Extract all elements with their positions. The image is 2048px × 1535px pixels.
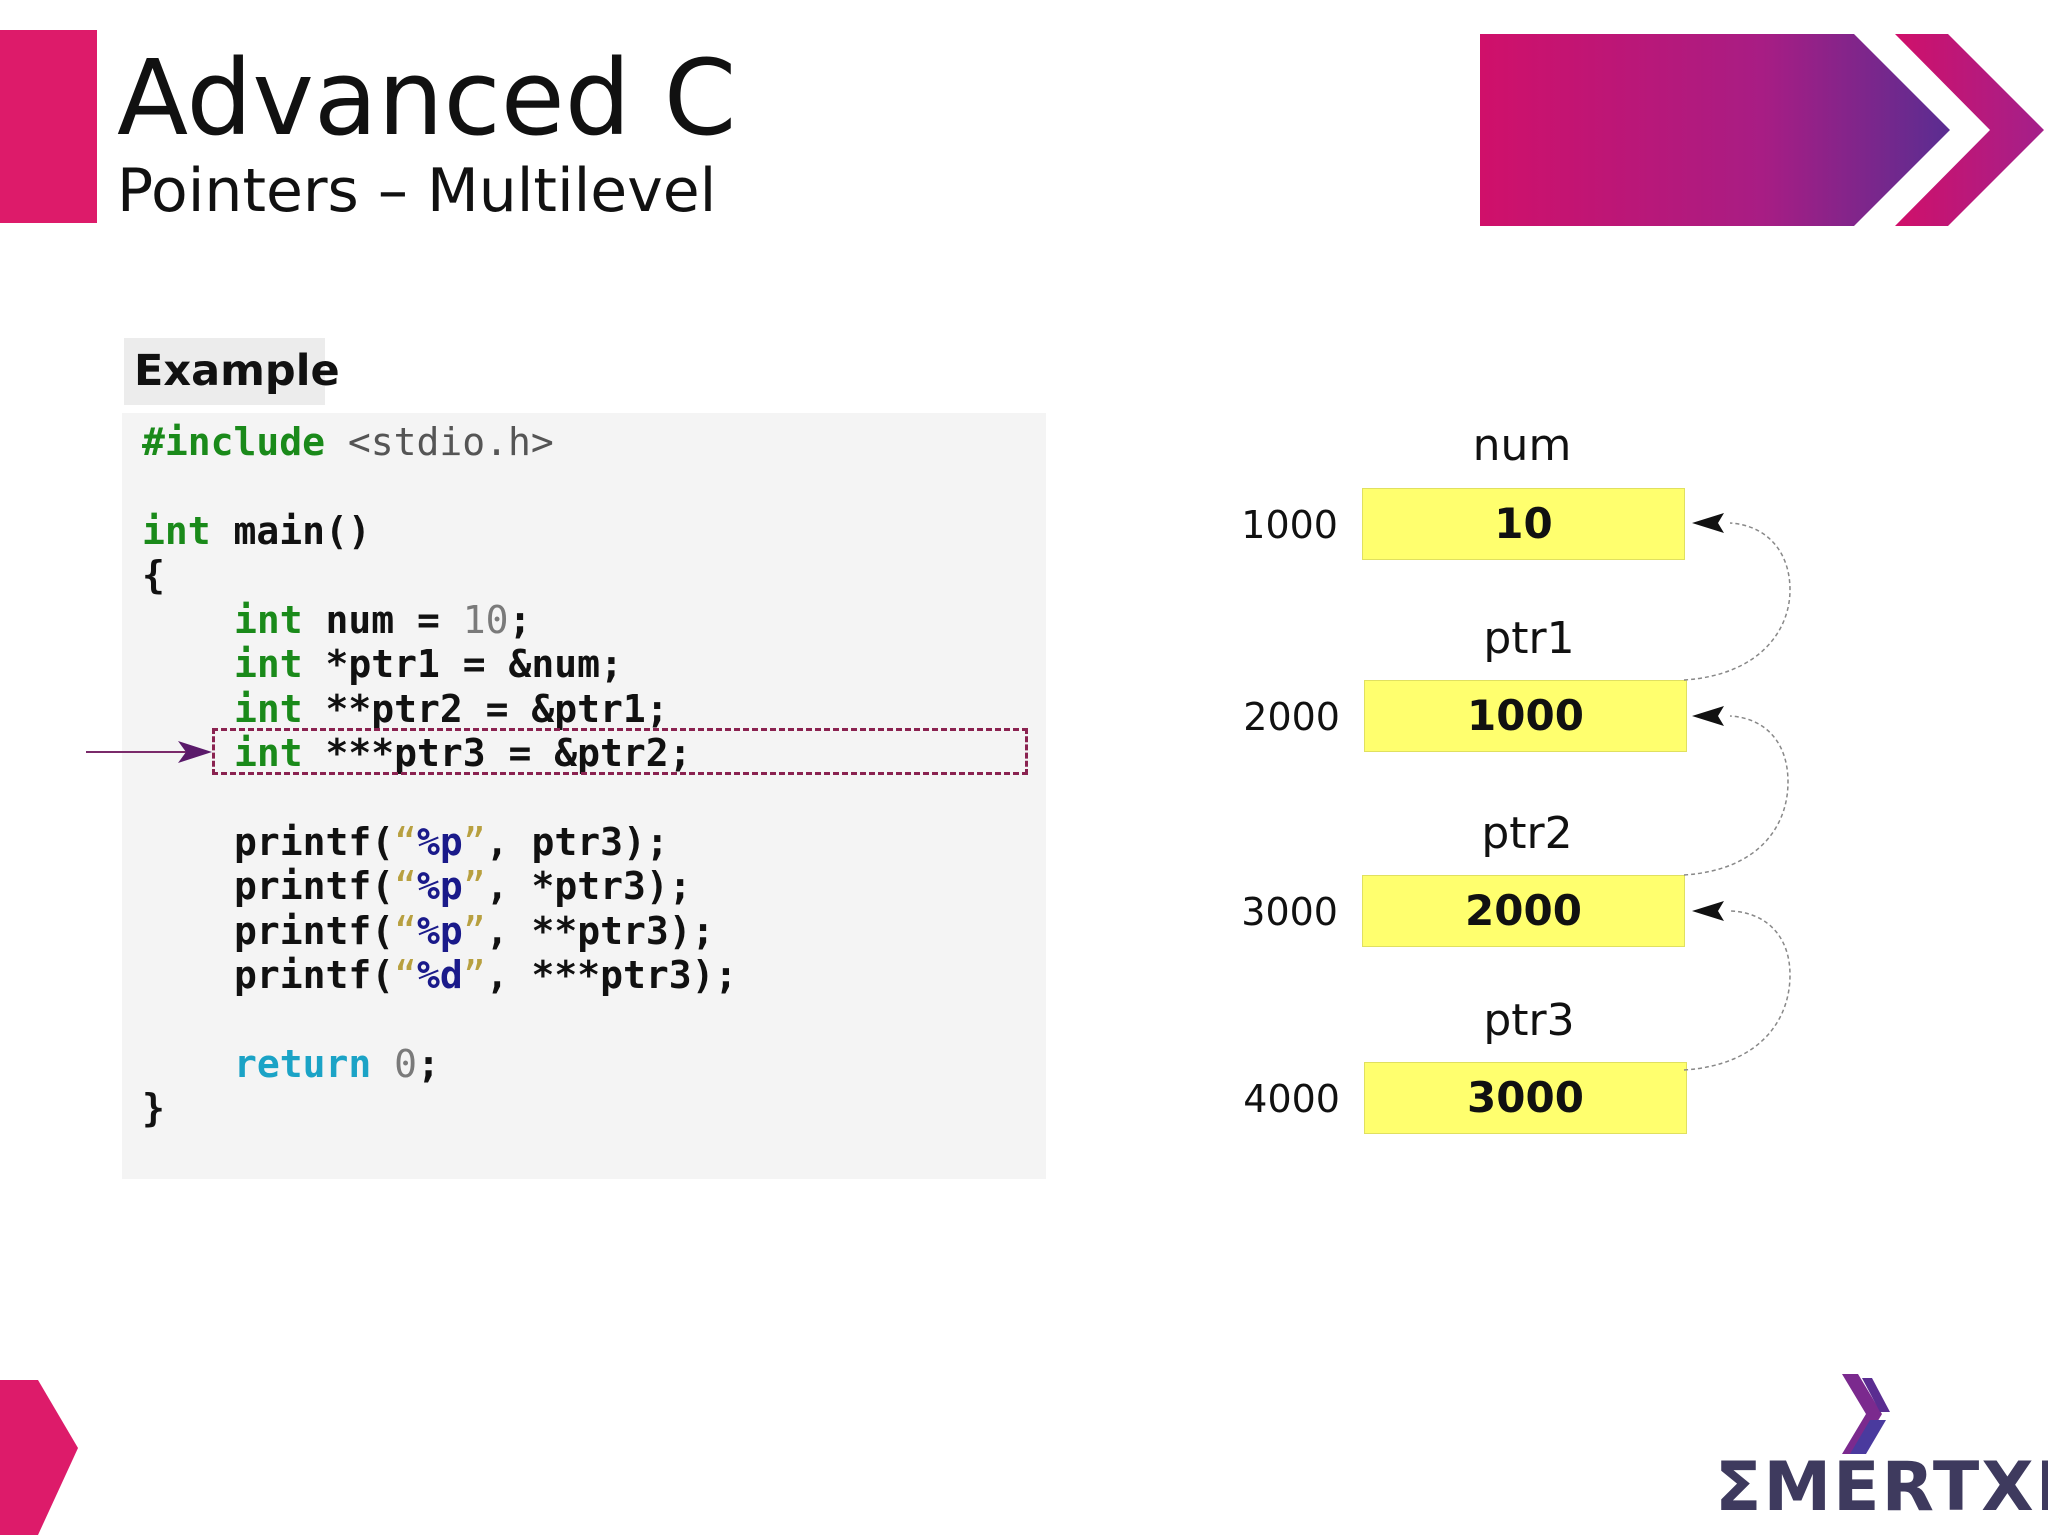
code-token: %p (417, 820, 463, 864)
corner-arrow-icon (0, 1380, 78, 1535)
emertxe-logo-icon (1842, 1374, 1890, 1454)
code-token: 10 (462, 598, 509, 642)
memory-address-ptr3: 4000 (1243, 1077, 1340, 1121)
memory-name-ptr1: ptr1 (1483, 613, 1575, 664)
link-ptr2-to-ptr1 (1683, 715, 1789, 876)
link-ptr3-to-ptr2 (1683, 910, 1791, 1071)
code-line-printf-2: printf(“%p”, *ptr3); (234, 864, 692, 909)
code-token: int (142, 509, 211, 553)
code-line-main: int main() (142, 509, 371, 554)
code-line-printf-4: printf(“%d”, ***ptr3); (234, 953, 737, 998)
current-line-arrow-icon (86, 741, 212, 763)
slide-subtitle: Pointers – Multilevel (117, 156, 717, 226)
code-line-close-brace: } (142, 1086, 165, 1130)
code-token: num = (302, 598, 463, 642)
arrow-head-icon (1692, 901, 1724, 921)
code-token: printf( (234, 953, 395, 997)
header-banner (1480, 34, 2044, 226)
code-line-return: return 0; (234, 1042, 440, 1087)
code-token: int (234, 598, 303, 642)
code-line-include: #include <stdio.h> (142, 420, 554, 465)
code-token: ; (417, 1042, 440, 1086)
code-token: , ptr3); (485, 820, 669, 864)
code-token: 0 (394, 1042, 418, 1086)
code-token: %p (417, 909, 463, 953)
code-token: **ptr2 = &ptr1; (302, 687, 669, 731)
code-line-decl-num: int num = 10; (234, 598, 531, 643)
code-token: #include (142, 420, 326, 464)
code-line-open-brace: { (142, 553, 165, 597)
memory-name-ptr2: ptr2 (1481, 808, 1573, 859)
code-token: “ (394, 820, 418, 864)
code-token: , ***ptr3); (485, 953, 738, 997)
code-token: ” (462, 909, 486, 953)
memory-address-num: 1000 (1241, 503, 1338, 547)
memory-address-ptr1: 2000 (1243, 695, 1340, 739)
memory-cell-ptr3: 3000 (1364, 1062, 1687, 1134)
code-token: “ (394, 909, 418, 953)
code-line-printf-3: printf(“%p”, **ptr3); (234, 909, 714, 954)
code-token: %p (417, 864, 463, 908)
code-token: int (234, 687, 303, 731)
code-token: printf( (234, 864, 395, 908)
code-token: ” (462, 864, 486, 908)
code-token: ***ptr3 = &ptr2; (302, 731, 692, 775)
code-token: main() (210, 509, 371, 553)
memory-name-num: num (1472, 420, 1572, 471)
code-token: %d (417, 953, 463, 997)
memory-cell-num: 10 (1362, 488, 1685, 560)
code-token: ” (462, 820, 486, 864)
code-token: *ptr1 = &num; (302, 642, 623, 686)
arrow-head-icon (1692, 513, 1724, 533)
code-block: #include <stdio.h> int main() { int num … (122, 413, 737, 1130)
code-token: , *ptr3); (485, 864, 692, 908)
code-token: printf( (234, 909, 395, 953)
code-token: return (234, 1042, 372, 1086)
code-token (371, 1042, 394, 1086)
code-panel: #include <stdio.h> int main() { int num … (122, 413, 1046, 1179)
code-line-decl-ptr2: int **ptr2 = &ptr1; (234, 687, 669, 732)
left-accent-bar (0, 30, 97, 223)
code-line-printf-1: printf(“%p”, ptr3); (234, 820, 669, 865)
code-token: int (234, 731, 303, 775)
pointer-links (1683, 513, 1791, 1071)
memory-address-ptr2: 3000 (1241, 890, 1338, 934)
code-token: printf( (234, 820, 395, 864)
memory-name-ptr3: ptr3 (1483, 995, 1575, 1046)
link-ptr1-to-num (1683, 522, 1791, 681)
memory-cell-ptr2: 2000 (1362, 875, 1685, 947)
code-token: int (234, 642, 303, 686)
code-token: “ (394, 864, 418, 908)
code-token: <stdio.h> (325, 420, 554, 464)
example-label: Example (124, 338, 340, 405)
code-line-decl-ptr3: int ***ptr3 = &ptr2; (234, 731, 692, 776)
code-token: “ (394, 953, 418, 997)
slide-title: Advanced C (117, 37, 737, 159)
code-token: , **ptr3); (485, 909, 715, 953)
code-token: ; (508, 598, 532, 642)
current-line-highlight (212, 728, 1028, 775)
code-token: ” (462, 953, 486, 997)
code-line-decl-ptr1: int *ptr1 = &num; (234, 642, 623, 687)
emertxe-logo-text: ΣMERTXE (1715, 1448, 2048, 1527)
memory-cell-ptr1: 1000 (1364, 680, 1687, 752)
arrow-head-icon (1692, 706, 1724, 726)
